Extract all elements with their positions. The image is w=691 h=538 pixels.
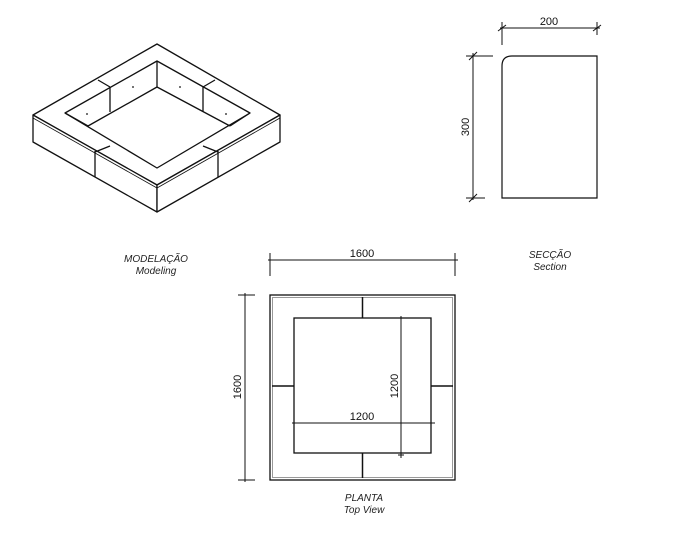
section-width-dimension: [497, 22, 602, 45]
section-title: SECÇÃO: [528, 250, 572, 261]
section-subtitle: Section: [533, 262, 567, 273]
plan-inner-height-value: 1200: [389, 374, 401, 398]
plan-width-value: 1600: [350, 248, 374, 260]
plan-subtitle: Top View: [343, 505, 385, 516]
plan-view: [238, 253, 458, 482]
section-height-dimension: [466, 51, 493, 203]
section-caption: SECÇÃO Section: [500, 250, 600, 274]
modeling-subtitle: Modeling: [135, 266, 177, 277]
plan-width-dimension: [268, 253, 458, 276]
isometric-model: [32, 43, 281, 213]
plan-caption: PLANTA Top View: [314, 493, 414, 517]
plan-inner-width-value: 1200: [350, 411, 374, 423]
plan-inner-width-dimension: [292, 420, 435, 426]
plan-inner-height-dimension: [398, 316, 404, 458]
modeling-title: MODELAÇÃO: [124, 254, 188, 265]
section-height-value: 300: [460, 118, 472, 136]
section-width-value: 200: [540, 16, 558, 28]
modeling-caption: MODELAÇÃO Modeling: [106, 254, 206, 278]
plan-height-dimension: [238, 293, 255, 482]
section-view: [466, 22, 602, 203]
plan-title: PLANTA: [344, 493, 384, 504]
plan-height-value: 1600: [232, 375, 244, 399]
